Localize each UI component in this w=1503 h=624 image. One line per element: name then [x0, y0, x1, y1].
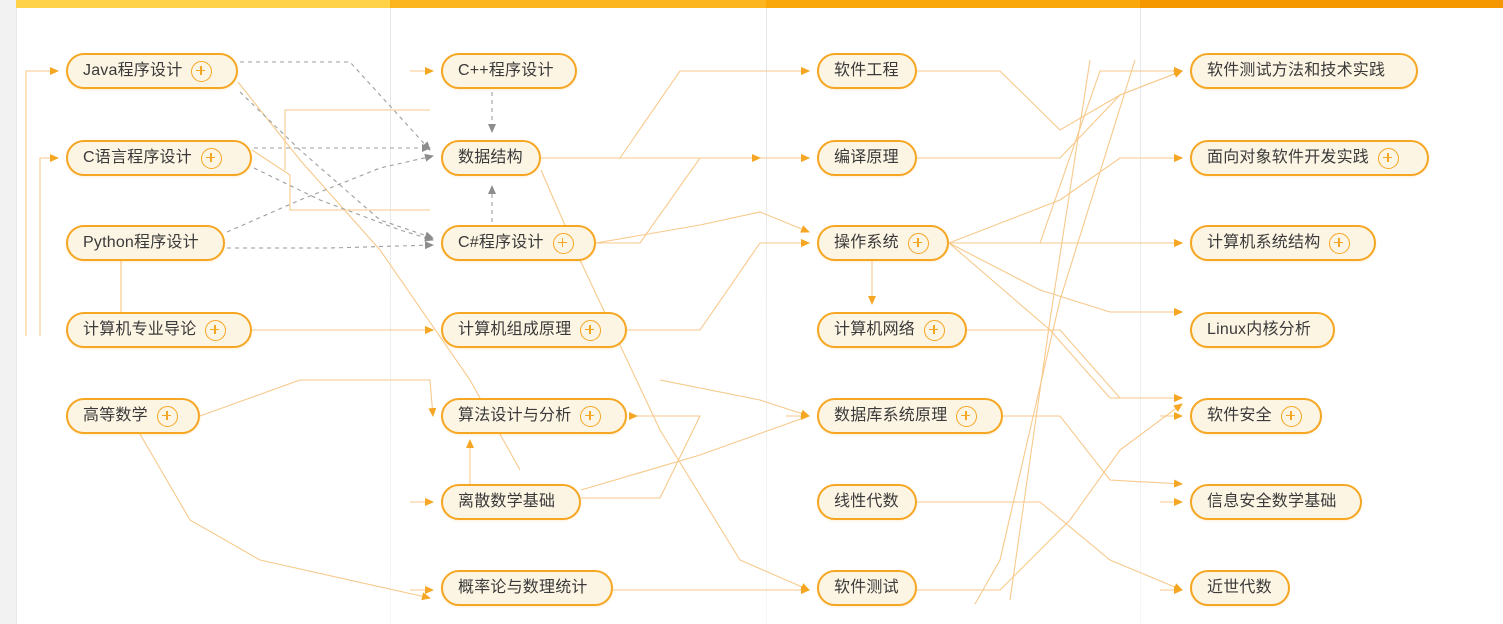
- course-node-label: 软件测试方法和技术实践: [1207, 62, 1386, 79]
- course-node-c-lang[interactable]: C语言程序设计: [66, 140, 252, 176]
- course-node-python[interactable]: Python程序设计: [66, 225, 225, 261]
- course-node-label: C++程序设计: [458, 62, 554, 79]
- course-node-sw-test[interactable]: 软件测试: [817, 570, 917, 606]
- course-node-linux[interactable]: Linux内核分析: [1190, 312, 1335, 348]
- course-node-label: 数据结构: [458, 149, 523, 166]
- stage-segment-4: [1140, 0, 1503, 8]
- column-divider-2: [766, 8, 767, 624]
- stage-segment-2: [390, 0, 766, 8]
- course-node-cs-intro[interactable]: 计算机专业导论: [66, 312, 252, 348]
- plus-circle-icon[interactable]: [191, 60, 213, 82]
- course-node-data-struct[interactable]: 数据结构: [441, 140, 541, 176]
- course-node-label: 软件测试: [834, 579, 899, 596]
- course-node-label: Linux内核分析: [1207, 321, 1312, 338]
- course-node-probability[interactable]: 概率论与数理统计: [441, 570, 613, 606]
- course-node-label: 面向对象软件开发实践: [1207, 149, 1370, 166]
- course-node-label: 操作系统: [834, 234, 899, 251]
- plus-circle-icon[interactable]: [580, 319, 602, 341]
- course-node-label: C#程序设计: [458, 234, 544, 251]
- course-node-oo-dev[interactable]: 面向对象软件开发实践: [1190, 140, 1429, 176]
- course-node-label: 计算机网络: [834, 321, 916, 338]
- course-node-os[interactable]: 操作系统: [817, 225, 949, 261]
- course-node-label: C语言程序设计: [83, 149, 192, 166]
- course-node-label: 线性代数: [834, 493, 899, 510]
- column-divider-1: [390, 8, 391, 624]
- plus-circle-icon[interactable]: [156, 405, 178, 427]
- stage-segment-1: [16, 0, 390, 8]
- plus-circle-icon[interactable]: [907, 232, 929, 254]
- course-node-sw-sec[interactable]: 软件安全: [1190, 398, 1322, 434]
- column-divider-3: [1140, 8, 1141, 624]
- course-node-csharp[interactable]: C#程序设计: [441, 225, 596, 261]
- course-node-java[interactable]: Java程序设计: [66, 53, 238, 89]
- plus-circle-icon[interactable]: [552, 232, 574, 254]
- course-node-network[interactable]: 计算机网络: [817, 312, 967, 348]
- course-node-discrete[interactable]: 离散数学基础: [441, 484, 581, 520]
- course-node-linear-alg[interactable]: 线性代数: [817, 484, 917, 520]
- course-node-label: 概率论与数理统计: [458, 579, 588, 596]
- course-node-label: 计算机系统结构: [1207, 234, 1321, 251]
- course-node-infosec-math[interactable]: 信息安全数学基础: [1190, 484, 1362, 520]
- course-node-adv-math[interactable]: 高等数学: [66, 398, 200, 434]
- plus-circle-icon[interactable]: [200, 147, 222, 169]
- course-node-se[interactable]: 软件工程: [817, 53, 917, 89]
- course-node-arch[interactable]: 计算机系统结构: [1190, 225, 1376, 261]
- stage-progress-bar: [16, 0, 1503, 8]
- plus-circle-icon[interactable]: [924, 319, 946, 341]
- course-node-label: 离散数学基础: [458, 493, 556, 510]
- course-node-label: 计算机专业导论: [83, 321, 197, 338]
- course-node-compiler[interactable]: 编译原理: [817, 140, 917, 176]
- plus-circle-icon[interactable]: [1378, 147, 1400, 169]
- course-node-database[interactable]: 数据库系统原理: [817, 398, 1003, 434]
- course-node-algorithms[interactable]: 算法设计与分析: [441, 398, 627, 434]
- plus-circle-icon[interactable]: [1329, 232, 1351, 254]
- plus-circle-icon[interactable]: [205, 319, 227, 341]
- course-node-comp-org[interactable]: 计算机组成原理: [441, 312, 627, 348]
- course-node-modern-alg[interactable]: 近世代数: [1190, 570, 1290, 606]
- course-node-label: Java程序设计: [83, 62, 183, 79]
- course-node-label: 编译原理: [834, 149, 899, 166]
- course-node-label: Python程序设计: [83, 234, 199, 251]
- plus-circle-icon[interactable]: [1280, 405, 1302, 427]
- course-node-label: 数据库系统原理: [834, 407, 948, 424]
- course-node-label: 高等数学: [83, 407, 148, 424]
- stage-segment-3: [766, 0, 1140, 8]
- course-node-test-method[interactable]: 软件测试方法和技术实践: [1190, 53, 1418, 89]
- course-node-label: 近世代数: [1207, 579, 1272, 596]
- course-node-label: 计算机组成原理: [458, 321, 572, 338]
- course-node-label: 信息安全数学基础: [1207, 493, 1337, 510]
- course-node-label: 软件工程: [834, 62, 899, 79]
- course-node-cpp[interactable]: C++程序设计: [441, 53, 577, 89]
- course-node-label: 软件安全: [1207, 407, 1272, 424]
- plus-circle-icon[interactable]: [580, 405, 602, 427]
- left-gutter: [0, 0, 17, 624]
- plus-circle-icon[interactable]: [956, 405, 978, 427]
- course-node-label: 算法设计与分析: [458, 407, 572, 424]
